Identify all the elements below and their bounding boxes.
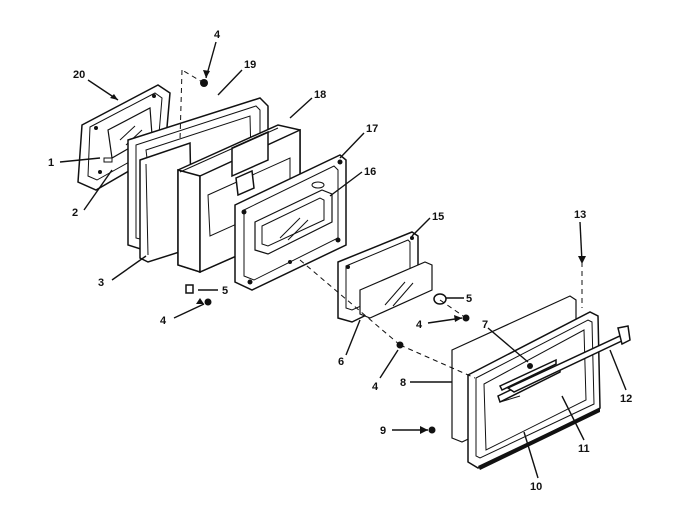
- callout-2: 2: [72, 207, 78, 219]
- callout-4-right: 4: [416, 319, 423, 331]
- callout-5-left: 5: [222, 285, 228, 297]
- callout-1: 1: [48, 157, 54, 169]
- callout-4-middle: 4: [372, 381, 379, 393]
- callout-19: 19: [244, 59, 256, 71]
- screw-icon: [428, 426, 436, 434]
- leader-lines: [59, 41, 627, 479]
- inner-door-panel-part-20: [77, 84, 171, 191]
- clip-icon: [185, 284, 194, 294]
- callout-16: 16: [364, 166, 376, 178]
- screw-icon: [204, 298, 212, 306]
- callout-15: 15: [432, 211, 444, 223]
- callout-8: 8: [400, 377, 406, 389]
- callout-9: 9: [380, 425, 386, 437]
- callout-12: 12: [620, 393, 632, 405]
- callout-10: 10: [530, 481, 542, 493]
- window-glass-part-6: [359, 261, 433, 319]
- callout-4-top: 4: [214, 29, 221, 41]
- door-handle-part-12: [506, 325, 631, 393]
- inner-glass-part-16: [254, 189, 333, 255]
- callout-17: 17: [366, 123, 378, 135]
- callout-20: 20: [73, 69, 85, 81]
- callout-11: 11: [578, 443, 590, 455]
- callout-4-left: 4: [160, 315, 167, 327]
- callout-7: 7: [482, 319, 488, 331]
- screw-icon: [527, 363, 533, 369]
- callout-13: 13: [574, 209, 586, 221]
- alignment-lines: [179, 69, 583, 379]
- callout-6: 6: [338, 356, 344, 368]
- callout-3: 3: [98, 277, 104, 289]
- callout-18: 18: [314, 89, 326, 101]
- callout-5-right: 5: [466, 293, 472, 305]
- callout-labels: 20 4 19 18 17 16 1 2 3 5 4 6 4 15 5 4 7 …: [48, 29, 632, 493]
